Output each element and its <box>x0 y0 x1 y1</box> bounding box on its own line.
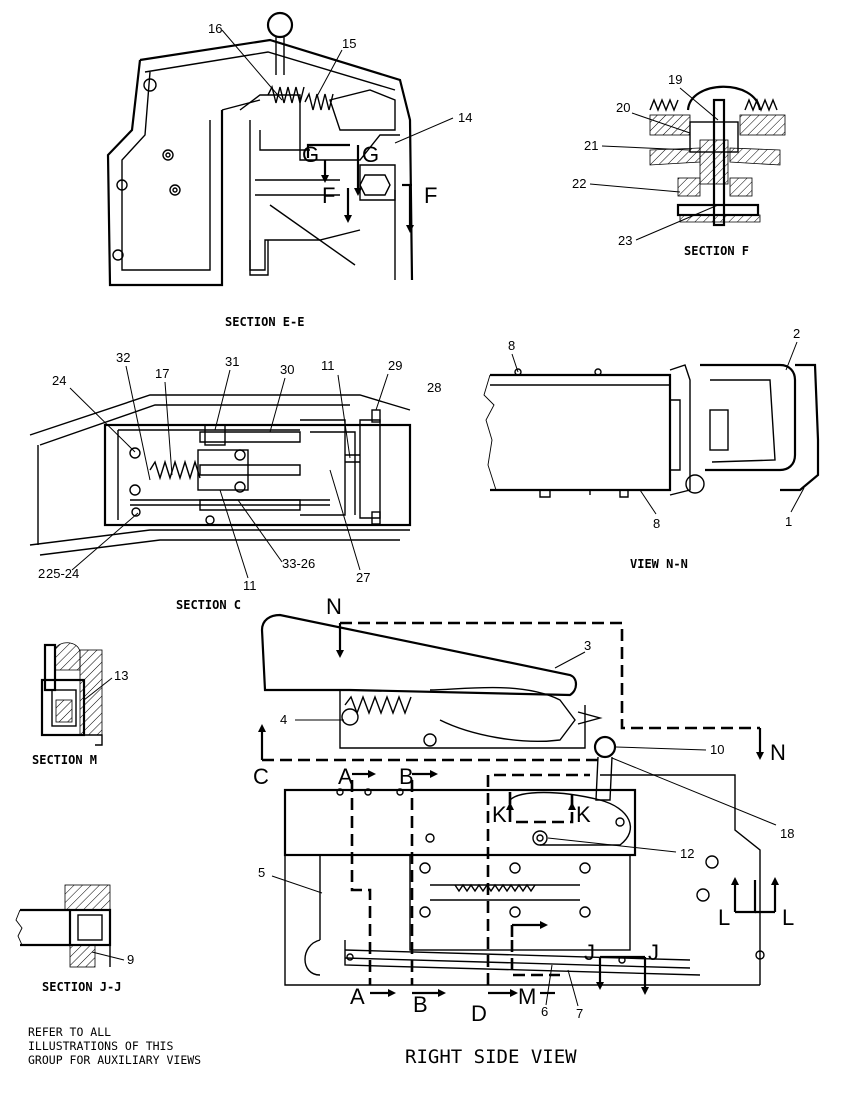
callout-12: 12 <box>680 846 694 861</box>
callout-17: 17 <box>155 366 169 381</box>
callout-8-bottom: 8 <box>653 516 660 531</box>
callout-16: 16 <box>208 21 222 36</box>
view-letter-b-bottom: B <box>413 992 428 1017</box>
section-c-caption: SECTION C <box>176 598 241 612</box>
view-letter-c: C <box>253 764 269 789</box>
view-letter-n-top: N <box>326 594 342 619</box>
callout-1: 1 <box>785 514 792 529</box>
view-letter-g-right: G <box>362 142 379 167</box>
callout-2: 2 <box>793 326 800 341</box>
callout-22: 22 <box>572 176 586 191</box>
callout-21: 21 <box>584 138 598 153</box>
view-letter-m: M <box>518 984 536 1009</box>
callout-4: 4 <box>280 712 287 727</box>
callout-13: 13 <box>114 668 128 683</box>
section-ee-drawing <box>106 11 414 287</box>
right-side-view-caption: RIGHT SIDE VIEW <box>405 1046 577 1068</box>
section-f-caption: SECTION F <box>684 244 749 258</box>
section-m-caption: SECTION M <box>32 753 97 767</box>
callout-33-26: 33-26 <box>282 556 315 571</box>
stray-mark: 2 <box>38 566 45 581</box>
callout-9: 9 <box>127 952 134 967</box>
section-f-labels: 19 20 21 22 23 SECTION F <box>572 72 749 258</box>
view-letter-g-left: G <box>302 142 319 167</box>
callout-14: 14 <box>458 110 472 125</box>
callout-25-24: 25-24 <box>46 566 79 581</box>
view-letter-l-right: L <box>782 905 794 930</box>
view-letter-a-top: A <box>338 764 353 789</box>
callout-11-bottom: 11 <box>243 578 257 593</box>
callout-31: 31 <box>225 354 239 369</box>
callout-10: 10 <box>710 742 724 757</box>
view-letter-a-bottom: A <box>350 984 365 1009</box>
view-letter-k-left: K <box>492 802 507 827</box>
callout-30: 30 <box>280 362 294 377</box>
note-line-1: REFER TO ALL <box>28 1025 111 1039</box>
callout-27: 27 <box>356 570 370 585</box>
section-m-labels: 13 SECTION M <box>32 668 128 767</box>
callout-28: 28 <box>427 380 441 395</box>
callout-7: 7 <box>576 1006 583 1021</box>
view-letter-k-right: K <box>576 802 591 827</box>
view-letter-n-right: N <box>770 740 786 765</box>
callout-6: 6 <box>541 1004 548 1019</box>
view-letter-j-right: J <box>648 940 659 965</box>
view-letter-d: D <box>471 1001 487 1026</box>
callout-11-top: 11 <box>321 358 335 373</box>
auxiliary-note: REFER TO ALL ILLUSTRATIONS OF THIS GROUP… <box>28 1025 201 1067</box>
section-m-drawing <box>40 642 103 746</box>
callout-18: 18 <box>780 826 794 841</box>
note-line-3: GROUP FOR AUXILIARY VIEWS <box>28 1053 201 1067</box>
right-side-view-drawing <box>258 613 779 997</box>
callout-29: 29 <box>388 358 402 373</box>
section-jj-labels: 9 SECTION J-J <box>42 951 134 994</box>
note-line-2: ILLUSTRATIONS OF THIS <box>28 1039 173 1053</box>
callout-15: 15 <box>342 36 356 51</box>
view-nn-drawing <box>483 363 820 498</box>
callout-20: 20 <box>616 100 630 115</box>
view-letter-f-right: F <box>424 183 437 208</box>
callout-19: 19 <box>668 72 682 87</box>
section-c-labels: 32 17 31 30 11 29 28 24 2 25-24 11 33-26… <box>38 350 441 612</box>
callout-24: 24 <box>52 373 66 388</box>
view-letter-l-left: L <box>718 905 730 930</box>
right-side-view-labels: 3 4 10 18 12 5 6 7 N N C A B K K L L J J… <box>253 594 794 1068</box>
callout-32: 32 <box>116 350 130 365</box>
section-f-drawing <box>649 85 786 227</box>
view-nn-caption: VIEW N-N <box>630 557 688 571</box>
section-jj-caption: SECTION J-J <box>42 980 121 994</box>
callout-3: 3 <box>584 638 591 653</box>
callout-23: 23 <box>618 233 632 248</box>
section-jj-drawing <box>15 884 112 968</box>
view-nn-labels: 8 2 8 1 VIEW N-N <box>508 326 805 571</box>
section-c-drawing <box>29 394 412 556</box>
view-letter-b-top: B <box>399 764 414 789</box>
callout-5: 5 <box>258 865 265 880</box>
section-ee-caption: SECTION E-E <box>225 315 304 329</box>
section-ee-labels: 16 15 14 G G F F SECTION E-E <box>208 21 472 329</box>
view-letter-f-left: F <box>322 183 335 208</box>
callout-8-top: 8 <box>508 338 515 353</box>
view-letter-j-left: J <box>584 940 595 965</box>
